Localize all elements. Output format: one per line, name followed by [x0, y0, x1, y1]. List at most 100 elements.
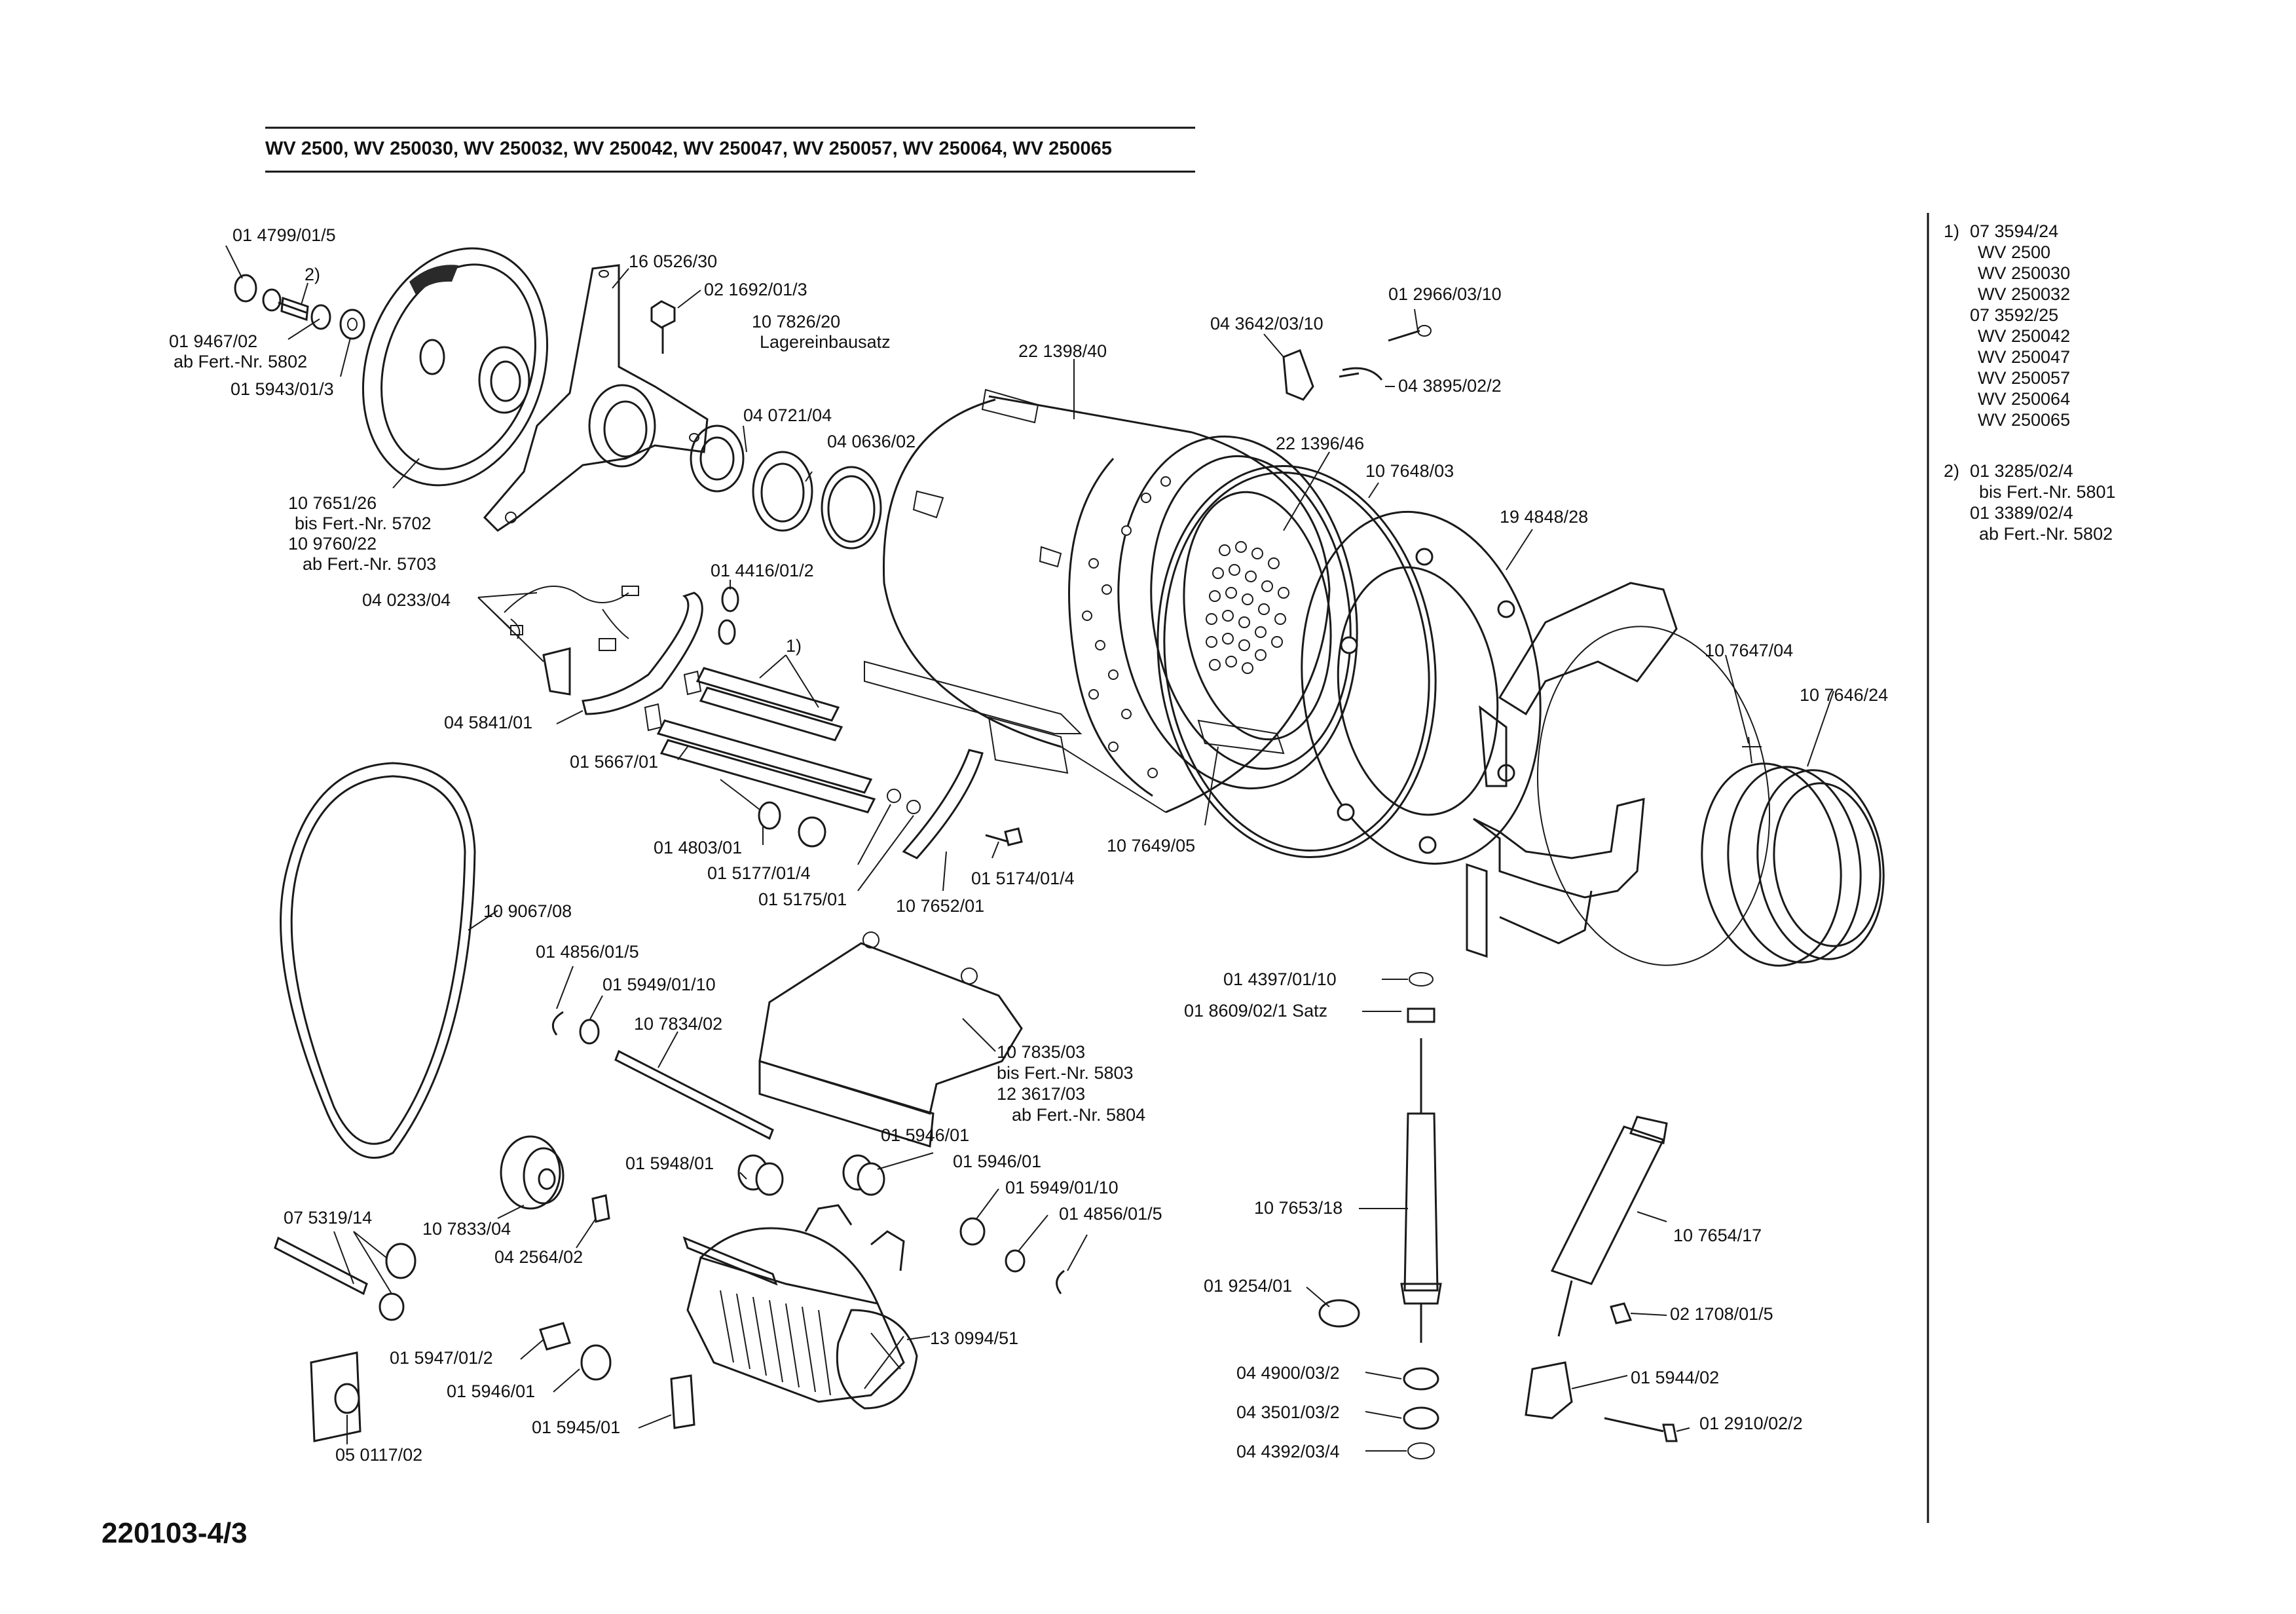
part-number-label: 02 1708/01/5: [1670, 1304, 1773, 1324]
damper: [1525, 1116, 1678, 1442]
part-number-label: 22 1398/40: [1018, 341, 1107, 361]
part-number-label: 04 0233/04: [362, 590, 451, 610]
note-2-line: bis Fert.-Nr. 5801: [1979, 482, 2116, 502]
part-number-label: 10 7834/02: [634, 1014, 722, 1034]
note-1: 1) 07 3594/24 WV 2500 WV 250030 WV 25003…: [1944, 221, 2070, 430]
part-number-label: 10 7833/04: [422, 1219, 511, 1239]
bushing-parts: [737, 1154, 1065, 1294]
part-number-label: 10 7835/03: [997, 1042, 1085, 1062]
shock-absorber: [1400, 972, 1442, 1343]
part-number-label: 19 4848/28: [1500, 507, 1588, 527]
part-number-label: 01 9467/02: [169, 331, 257, 351]
shock-mount-parts: [1318, 1299, 1439, 1459]
drawing-number: 220103-4/3: [102, 1517, 248, 1549]
note-1-line: WV 250057: [1978, 368, 2070, 388]
rod-washers: [551, 1011, 600, 1045]
note-1-line: 07 3594/24: [1970, 221, 2058, 241]
part-number-label: 13 0994/51: [930, 1328, 1018, 1348]
part-number-label: 04 3642/03/10: [1210, 314, 1324, 333]
note-1-line: WV 250042: [1978, 326, 2070, 346]
part-number-label: 04 3501/03/2: [1236, 1402, 1340, 1422]
part-number-label: 04 4900/03/2: [1236, 1363, 1340, 1383]
part-number-label: 01 4397/01/10: [1223, 969, 1337, 989]
part-number-label: 10 7651/26: [288, 493, 377, 513]
door-hinge-parts: [1282, 325, 1432, 401]
part-number-label: 01 5174/01/4: [971, 869, 1075, 888]
bearing-cross: [483, 264, 709, 532]
part-number-label: ab Fert.-Nr. 5703: [303, 554, 436, 574]
wiring-harness: [504, 586, 639, 696]
tub-front-flange: [1301, 510, 1542, 865]
note-2-marker: 2): [1944, 461, 1959, 481]
part-number-label: 04 3895/02/2: [1398, 376, 1502, 396]
motor-pulley: [500, 1135, 565, 1210]
part-number-label: 01 4799/01/5: [232, 225, 336, 245]
part-number-label: 22 1396/46: [1276, 434, 1364, 453]
part-number-label: 04 0636/02: [827, 432, 916, 451]
part-number-label: ab Fert.-Nr. 5804: [1012, 1105, 1145, 1125]
part-number-label: 10 7826/20: [752, 312, 840, 331]
part-number-label: 01 4856/01/5: [1059, 1204, 1162, 1224]
part-number-label: 01 5175/01: [758, 890, 847, 909]
heater-brackets: [582, 586, 984, 859]
drive-belt: [280, 762, 476, 1159]
motor-cover: [758, 931, 1023, 1148]
header-model-list: WV 2500, WV 250030, WV 250032, WV 250042…: [265, 138, 1112, 159]
part-number-label: 10 7649/05: [1107, 836, 1195, 855]
note-1-line: 07 3592/25: [1970, 305, 2058, 325]
part-number-label: 01 5177/01/4: [707, 863, 811, 883]
part-number-label: 10 7652/01: [896, 896, 984, 916]
part-number-label: 01 5946/01: [953, 1152, 1041, 1171]
part-number-label: 01 4856/01/5: [536, 942, 639, 962]
part-number-label: Lagereinbausatz: [760, 332, 891, 352]
part-number-label: 04 2564/02: [494, 1247, 583, 1267]
note-2-line: 01 3389/02/4: [1970, 503, 2073, 523]
motor-mount-parts: [274, 1194, 695, 1442]
drive-motor: [682, 1204, 918, 1410]
part-number-label: 16 0526/30: [629, 252, 717, 271]
part-number-label: 01 4803/01: [654, 838, 742, 857]
part-number-label: 01 5667/01: [570, 752, 658, 772]
note-reference: 2): [305, 265, 320, 284]
drum-hub: [478, 346, 530, 414]
door-boot: [1701, 736, 1885, 967]
part-number-label: 10 9760/22: [288, 534, 377, 554]
part-number-label: 01 4416/01/2: [711, 561, 814, 580]
part-number-label: 10 7646/24: [1800, 685, 1888, 705]
motor-rod: [614, 1049, 774, 1140]
note-1-line: WV 250032: [1978, 284, 2070, 304]
note-1-line: WV 2500: [1978, 242, 2050, 262]
part-number-label: 07 5319/14: [284, 1208, 372, 1228]
note-reference: 1): [786, 636, 802, 656]
part-number-label: 01 2966/03/10: [1388, 284, 1502, 304]
note-1-line: WV 250065: [1978, 410, 2070, 430]
part-number-label: bis Fert.-Nr. 5702: [295, 514, 432, 533]
part-number-label: 01 8609/02/1 Satz: [1184, 1001, 1327, 1021]
gasket-disc: [1536, 626, 1771, 966]
drum-pulley: [361, 247, 549, 487]
note-1-line: WV 250030: [1978, 263, 2070, 283]
part-number-label: 01 2910/02/2: [1699, 1414, 1803, 1433]
part-number-label: 02 1692/01/3: [704, 280, 807, 299]
part-number-label: bis Fert.-Nr. 5803: [997, 1063, 1134, 1083]
part-number-label: 01 5946/01: [447, 1381, 535, 1401]
part-number-label: 04 5841/01: [444, 713, 532, 732]
bearings: [690, 424, 882, 550]
part-number-label: 10 9067/08: [483, 901, 572, 921]
part-number-label: 10 7653/18: [1254, 1198, 1342, 1218]
counterweights: [1466, 582, 1678, 958]
note-2: 2) 01 3285/02/4 bis Fert.-Nr. 5801 01 33…: [1944, 461, 2116, 544]
part-number-label: 10 7648/03: [1365, 461, 1454, 481]
part-number-label: 01 5945/01: [532, 1417, 620, 1437]
note-1-line: WV 250047: [1978, 347, 2070, 367]
part-number-label: 05 0117/02: [335, 1445, 422, 1465]
part-number-label: 01 5943/01/3: [231, 379, 334, 399]
tub-seal-ring: [1157, 464, 1437, 859]
motor-fins: [720, 1290, 831, 1396]
heating-elements: [644, 667, 876, 814]
flange-bolts: [1337, 548, 1515, 854]
outer-tub: [864, 388, 1331, 814]
part-number-label: 10 7654/17: [1673, 1226, 1762, 1245]
part-number-label: 04 4392/03/4: [1236, 1442, 1340, 1461]
